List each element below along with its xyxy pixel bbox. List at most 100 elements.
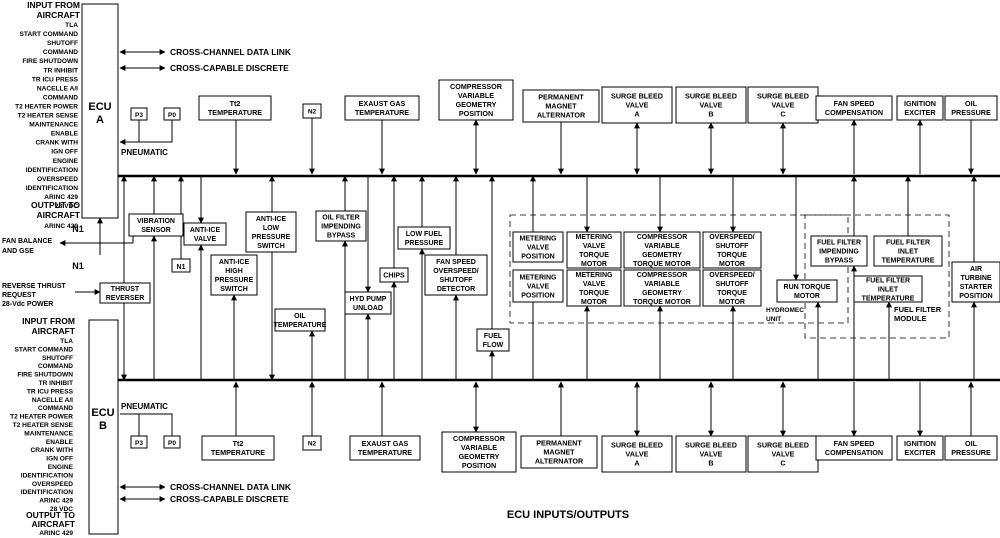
- ecu-a-pneumatic-lines: [120, 120, 173, 143]
- ecu-a-input-header: AIRCRAFT: [37, 10, 81, 20]
- mid-ffib-label: FUEL FILTER: [817, 239, 861, 246]
- ecu-b-input-item: IGN OFF: [46, 456, 73, 463]
- top-tt2-box: [198, 95, 272, 121]
- mid-cvgtm2-box: [623, 269, 701, 307]
- top-ign-label: IGNITION: [904, 99, 936, 108]
- mid-rtm-box: [776, 279, 838, 303]
- mid-ailps-label: PRESSURE: [252, 234, 291, 241]
- bottom-sbva-label: SURGE BLEED: [611, 441, 663, 450]
- ecu-a-input-item: SHUTOFF: [47, 40, 78, 47]
- bottom-sbva-label: A: [634, 459, 639, 468]
- mid-ostm1-label: MOTOR: [719, 261, 745, 268]
- ecu-b-p0-label: P0: [168, 440, 176, 447]
- bottom-sbva-label: VALVE: [626, 450, 649, 459]
- mid-thrust-label: THRUST: [111, 286, 140, 293]
- mid-oiltemp-label: TEMPERATURE: [274, 322, 327, 329]
- mid-ffit2-label: FUEL FILTER: [866, 277, 910, 284]
- top-pma-box: [522, 89, 600, 123]
- top-oil-label: OIL: [965, 99, 978, 108]
- top-sbvb-label: VALVE: [700, 101, 723, 110]
- mid-ffit1-label: FUEL FILTER: [886, 239, 930, 246]
- mid-ofib-label: BYPASS: [327, 232, 356, 239]
- ecu-b-pneumatic-label: PNEUMATIC: [121, 402, 168, 411]
- bottom-ign-label: IGNITION: [904, 439, 936, 448]
- ecu-a-input-item: START COMMAND: [20, 31, 79, 38]
- top-egt-label: TEMPERATURE: [355, 108, 409, 117]
- bottom-sbvc-box: [747, 435, 819, 473]
- mid-mvp1-label: POSITION: [521, 253, 554, 260]
- reverse-thrust-label: 28-Vdc POWER: [2, 301, 53, 308]
- ecu-a-input-item: T2 HEATER SENSE: [18, 113, 79, 120]
- mid-rtm-label: MOTOR: [794, 293, 820, 300]
- mid-mvtm1-label: VALVE: [583, 243, 606, 250]
- ecu-a-input-item: TR ICU PRESS: [32, 76, 79, 83]
- top-n2-label: N2: [308, 108, 317, 115]
- ecu-a-discrete-label: CROSS-CAPABLE DISCRETE: [170, 63, 289, 73]
- bottom-ign-label: EXCITER: [904, 448, 936, 457]
- ecu-a-input-item: IGN OFF: [51, 149, 78, 156]
- mid-chips-label: CHIPS: [383, 272, 405, 279]
- ecu-a-output-header: AIRCRAFT: [37, 210, 81, 220]
- mid-ffit1-label: INLET: [898, 248, 919, 255]
- bottom-fsc-label: COMPENSATION: [825, 448, 883, 457]
- mid-mvtm2-label: METERING: [576, 272, 614, 279]
- bottom-pma-label: ALTERNATOR: [535, 457, 584, 466]
- top-sbvc-label: C: [780, 110, 785, 119]
- top-tt2-label: Tt2: [230, 99, 241, 108]
- mid-thrust-label: REVERSER: [106, 295, 145, 302]
- ecu-b-input-item: ARINC 429: [39, 498, 73, 505]
- mid-mvp1-box: [512, 231, 564, 263]
- mid-oiltemp-box: [274, 308, 326, 332]
- ecu-a-label: A: [96, 114, 104, 126]
- mid-hpu-label: UNLOAD: [353, 305, 383, 312]
- ecu-b-input-header: INPUT FROM: [22, 316, 75, 326]
- ecu-a-input-item: ENGINE: [53, 158, 79, 165]
- mid-fsosd-label: DETECTOR: [437, 286, 475, 293]
- ecu-b-input-item: MAINTENANCE: [24, 430, 73, 437]
- mid-ffib-box: [810, 235, 868, 267]
- ecu-b-input-item: T2 HEATER POWER: [10, 414, 73, 421]
- bottom-cvg-label: GEOMETRY: [459, 452, 500, 461]
- mid-mvtm1-label: MOTOR: [581, 261, 607, 268]
- fuel-filter-module-outline: [804, 214, 950, 339]
- ecu-b-input-item: FIRE SHUTDOWN: [17, 372, 73, 379]
- ecu-a-input-item: TR INHIBIT: [44, 67, 78, 74]
- mid-ffit2-label: TEMPERATURE: [862, 295, 915, 302]
- mid-aiv-label: ANTI-ICE: [190, 227, 221, 234]
- mid-mvp2-label: METERING: [520, 274, 558, 281]
- ecu-a-input-item: 28 VDC: [55, 203, 78, 210]
- bottom-egt-label: EXAUST GAS: [362, 439, 409, 448]
- top-fsc-label: COMPENSATION: [825, 108, 883, 117]
- mid-chips-box: [379, 267, 409, 283]
- ecu-b-input-item: TR ICU PRESS: [27, 388, 74, 395]
- mid-cvgtm1-label: GEOMETRY: [642, 252, 682, 259]
- bottom-sbvb-label: B: [708, 459, 713, 468]
- mid-fsosd-label: FAN SPEED: [436, 259, 476, 266]
- top-sbvb-label: B: [708, 110, 713, 119]
- mid-ofib-label: IMPENDING: [321, 223, 361, 230]
- mid-fsosd-label: OVERSPEED/: [433, 268, 479, 275]
- ecu-b-box: [88, 319, 119, 535]
- bottom-pma-label: MAGNET: [543, 448, 575, 457]
- ecu-a-pneumatic-label: PNEUMATIC: [121, 148, 168, 157]
- mid-vib-label: SENSOR: [141, 227, 171, 234]
- mid-ostm2-label: SHUTOFF: [716, 281, 750, 288]
- top-oil-box: [944, 95, 998, 121]
- mid-cvgtm2-label: GEOMETRY: [642, 290, 682, 297]
- bottom-ign-box: [896, 435, 944, 461]
- bottom-tt2-label: TEMPERATURE: [211, 448, 265, 457]
- mid-aihps-label: SWITCH: [220, 286, 248, 293]
- hydromec-unit-label: HYDROMEC: [766, 307, 804, 314]
- ecu-a-label: ECU: [88, 101, 111, 113]
- ecu-b-input-item: IDENTIFICATION: [21, 472, 73, 479]
- ecu-b-input-item: COMMAND: [38, 363, 73, 370]
- ecu-a-input-header: INPUT FROM: [27, 0, 80, 10]
- n1-label: N1: [72, 261, 84, 271]
- n1-box: [171, 258, 191, 273]
- top-fsc-box: [815, 95, 893, 121]
- mid-ffit2-box: [853, 275, 923, 303]
- bottom-tt2-box: [201, 435, 275, 461]
- ecu-b-input-item: CRANK WITH: [31, 447, 74, 454]
- mid-aihps-label: ANTI-ICE: [219, 259, 250, 266]
